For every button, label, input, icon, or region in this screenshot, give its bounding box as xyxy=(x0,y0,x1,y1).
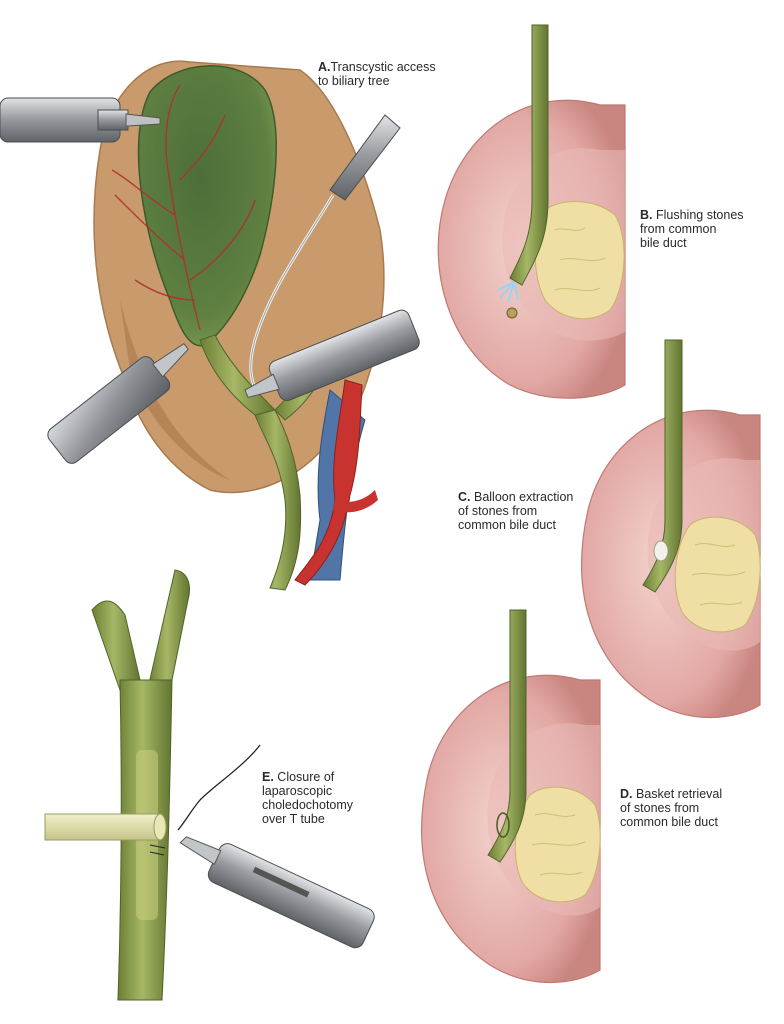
needle-holder xyxy=(179,836,375,949)
label-d-letter: D. xyxy=(620,787,633,801)
cystic-artery-branches xyxy=(111,84,256,331)
sutures xyxy=(149,844,166,856)
label-e-letter: E. xyxy=(262,770,274,784)
t-tube-horizontal xyxy=(44,813,161,841)
panel-c-illustration xyxy=(581,339,761,719)
label-b-line-2: from common xyxy=(640,222,717,236)
panel-d-illustration xyxy=(421,609,601,984)
label-e-line-2: laparoscopic xyxy=(262,784,333,798)
suture-thread xyxy=(177,744,261,831)
panel-a-illustration xyxy=(0,60,420,591)
artery-branch xyxy=(333,490,378,513)
label-b-letter: B. xyxy=(640,208,653,222)
label-e-line-1: Closure of xyxy=(277,770,335,784)
label-e-line-3: choledochotomy xyxy=(262,798,354,812)
label-a-line-1: Transcystic access xyxy=(330,60,436,74)
common-bile-duct xyxy=(254,409,302,591)
t-tube-opening xyxy=(153,813,167,841)
bile-duct-e-left-branch xyxy=(91,600,141,691)
label-c-letter: C. xyxy=(458,490,471,504)
stone-texture-c xyxy=(691,543,746,606)
label-b-line-3: bile duct xyxy=(640,236,687,250)
grasper-top-left xyxy=(0,97,161,143)
panel-e-illustration xyxy=(44,569,375,1001)
label-b-line-1: Flushing stones xyxy=(655,208,744,222)
label-a-line-2: to biliary tree xyxy=(318,74,390,88)
hepatic-artery xyxy=(294,379,363,586)
label-c: C. Balloon extraction of stones from com… xyxy=(458,490,573,532)
panel-b-illustration xyxy=(437,24,626,399)
balloon-c xyxy=(653,540,669,562)
label-a: A.Transcystic access to biliary tree xyxy=(318,60,436,88)
stone-b xyxy=(506,307,518,319)
bile-duct-c xyxy=(642,339,683,593)
label-d-line-3: common bile duct xyxy=(620,815,718,829)
label-b: B. Flushing stones from common bile duct xyxy=(640,208,744,250)
catheter-needle xyxy=(249,114,401,396)
label-d-line-2: of stones from xyxy=(620,801,700,815)
label-c-line-1: Balloon extraction xyxy=(473,490,574,504)
label-c-line-2: of stones from xyxy=(458,504,538,518)
stone-mass-b xyxy=(534,201,625,320)
stone-texture-d xyxy=(531,813,586,876)
stone-texture-b xyxy=(554,227,606,292)
grasper-lower-left xyxy=(47,343,189,464)
label-a-letter: A. xyxy=(318,60,331,74)
label-c-line-3: common bile duct xyxy=(458,518,556,532)
bile-duct-b xyxy=(509,24,549,286)
bile-duct-d xyxy=(487,609,527,863)
grasper-right xyxy=(244,309,420,401)
gallbladder xyxy=(137,65,277,347)
label-d: D. Basket retrieval of stones from commo… xyxy=(620,787,722,829)
bile-duct-e-right-branch xyxy=(147,569,190,691)
flush-spray xyxy=(497,281,519,303)
label-d-line-1: Basket retrieval xyxy=(635,787,723,801)
basket-d xyxy=(496,812,510,838)
label-e: E. Closure of laparoscopic choledochotom… xyxy=(262,770,353,826)
label-e-line-4: over T tube xyxy=(262,812,325,826)
